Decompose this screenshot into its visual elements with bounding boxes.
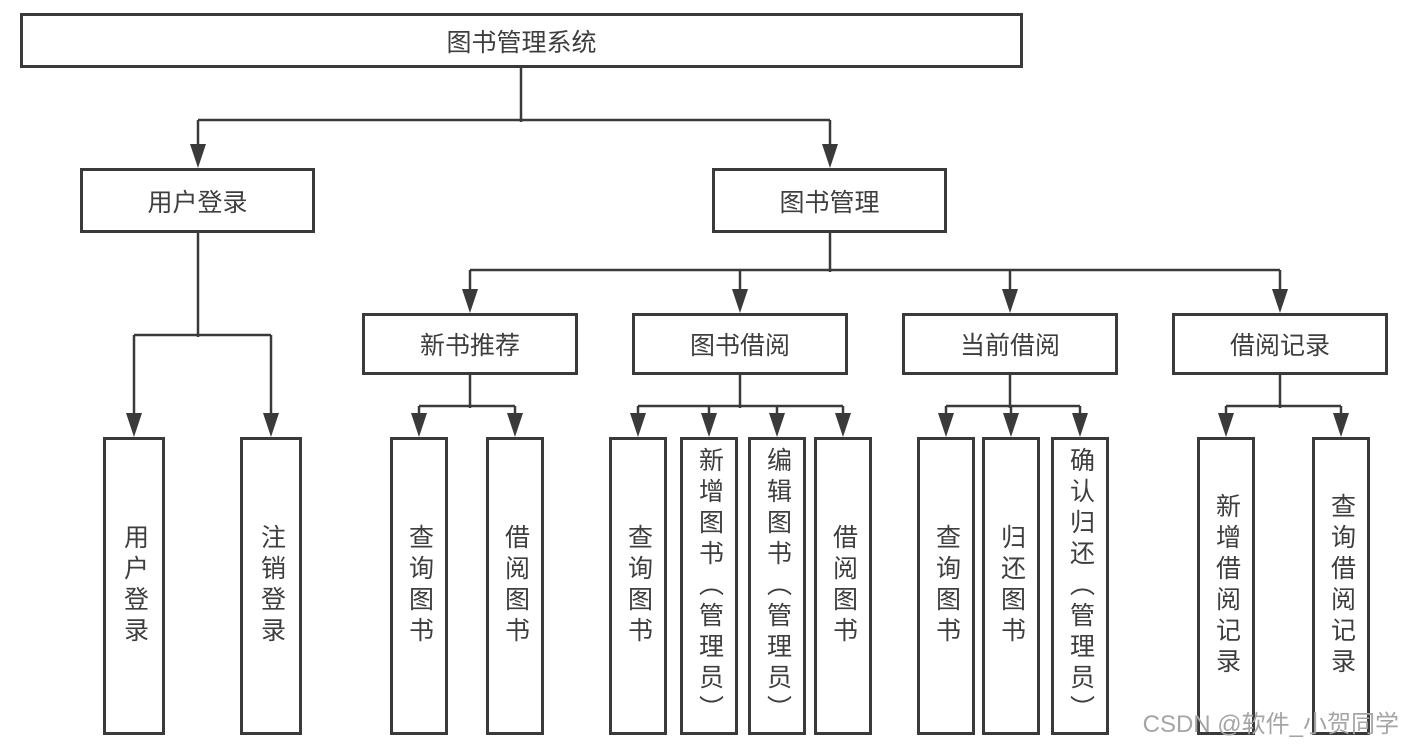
arrowhead bbox=[1333, 413, 1349, 437]
leaf-bb-add-books-admin: 新增图书（管理员） bbox=[680, 437, 738, 735]
leaf-bb-query-books-label: 查询图书 bbox=[624, 524, 653, 648]
arrowhead bbox=[507, 413, 523, 437]
node-borrowing-records-label: 借阅记录 bbox=[1229, 332, 1330, 360]
leaf-user-login-label: 用户登录 bbox=[120, 524, 149, 648]
node-user-login: 用户登录 bbox=[80, 168, 315, 233]
leaf-cb-return-books-label: 归还图书 bbox=[997, 524, 1026, 648]
node-new-book-recommendation: 新书推荐 bbox=[362, 313, 578, 375]
node-book-management: 图书管理 bbox=[712, 168, 947, 233]
arrowhead bbox=[769, 413, 785, 437]
leaf-bb-edit-books-admin-label: 编辑图书（管理员） bbox=[763, 446, 792, 726]
leaf-br-query-borrow-record: 查询借阅记录 bbox=[1312, 437, 1370, 735]
leaf-nb-query-books-label: 查询图书 bbox=[405, 524, 434, 648]
arrowhead bbox=[1003, 413, 1019, 437]
leaf-bb-query-books: 查询图书 bbox=[609, 437, 667, 735]
leaf-nb-borrow-books: 借阅图书 bbox=[486, 437, 544, 735]
leaf-br-add-borrow-record: 新增借阅记录 bbox=[1197, 437, 1255, 735]
leaf-br-add-borrow-record-label: 新增借阅记录 bbox=[1212, 493, 1241, 679]
leaf-nb-borrow-books-label: 借阅图书 bbox=[501, 524, 530, 648]
arrowhead bbox=[1072, 413, 1088, 437]
arrowhead bbox=[190, 144, 206, 168]
node-new-book-recommendation-label: 新书推荐 bbox=[419, 332, 520, 360]
csdn-watermark: CSDN @软件_小贺同学 bbox=[1142, 711, 1399, 738]
arrowhead bbox=[411, 413, 427, 437]
arrowhead bbox=[938, 413, 954, 437]
arrowhead bbox=[1002, 289, 1018, 313]
node-book-borrowing: 图书借阅 bbox=[632, 313, 848, 375]
leaf-logout-login-label: 注销登录 bbox=[257, 524, 286, 648]
leaf-bb-edit-books-admin: 编辑图书（管理员） bbox=[748, 437, 806, 735]
leaf-bb-add-books-admin-label: 新增图书（管理员） bbox=[695, 446, 724, 726]
node-book-borrowing-label: 图书借阅 bbox=[689, 332, 790, 360]
arrowhead bbox=[732, 289, 748, 313]
node-current-borrowing: 当前借阅 bbox=[902, 313, 1118, 375]
leaf-user-login: 用户登录 bbox=[103, 437, 165, 735]
leaf-br-query-borrow-record-label: 查询借阅记录 bbox=[1327, 493, 1356, 679]
leaf-cb-return-books: 归还图书 bbox=[982, 437, 1040, 735]
arrowhead bbox=[822, 144, 838, 168]
node-user-login-label: 用户登录 bbox=[147, 188, 248, 217]
arrowhead bbox=[835, 413, 851, 437]
arrowhead bbox=[630, 413, 646, 437]
leaf-bb-borrow-books-label: 借阅图书 bbox=[829, 524, 858, 648]
arrowhead bbox=[1272, 289, 1288, 313]
leaf-cb-confirm-return-admin-label: 确认归还（管理员） bbox=[1066, 446, 1095, 726]
leaf-bb-borrow-books: 借阅图书 bbox=[814, 437, 872, 735]
arrowhead bbox=[701, 413, 717, 437]
node-current-borrowing-label: 当前借阅 bbox=[959, 332, 1060, 360]
arrowhead bbox=[1218, 413, 1234, 437]
leaf-nb-query-books: 查询图书 bbox=[390, 437, 448, 735]
leaf-cb-confirm-return-admin: 确认归还（管理员） bbox=[1051, 437, 1109, 735]
node-root: 图书管理系统 bbox=[20, 13, 1023, 68]
leaf-logout-login: 注销登录 bbox=[240, 437, 302, 735]
node-root-label: 图书管理系统 bbox=[446, 28, 597, 57]
node-borrowing-records: 借阅记录 bbox=[1172, 313, 1388, 375]
arrowhead bbox=[263, 413, 279, 437]
leaf-cb-query-books: 查询图书 bbox=[917, 437, 975, 735]
leaf-cb-query-books-label: 查询图书 bbox=[932, 524, 961, 648]
arrowhead bbox=[462, 289, 478, 313]
node-book-management-label: 图书管理 bbox=[779, 188, 880, 217]
arrowhead bbox=[126, 413, 142, 437]
